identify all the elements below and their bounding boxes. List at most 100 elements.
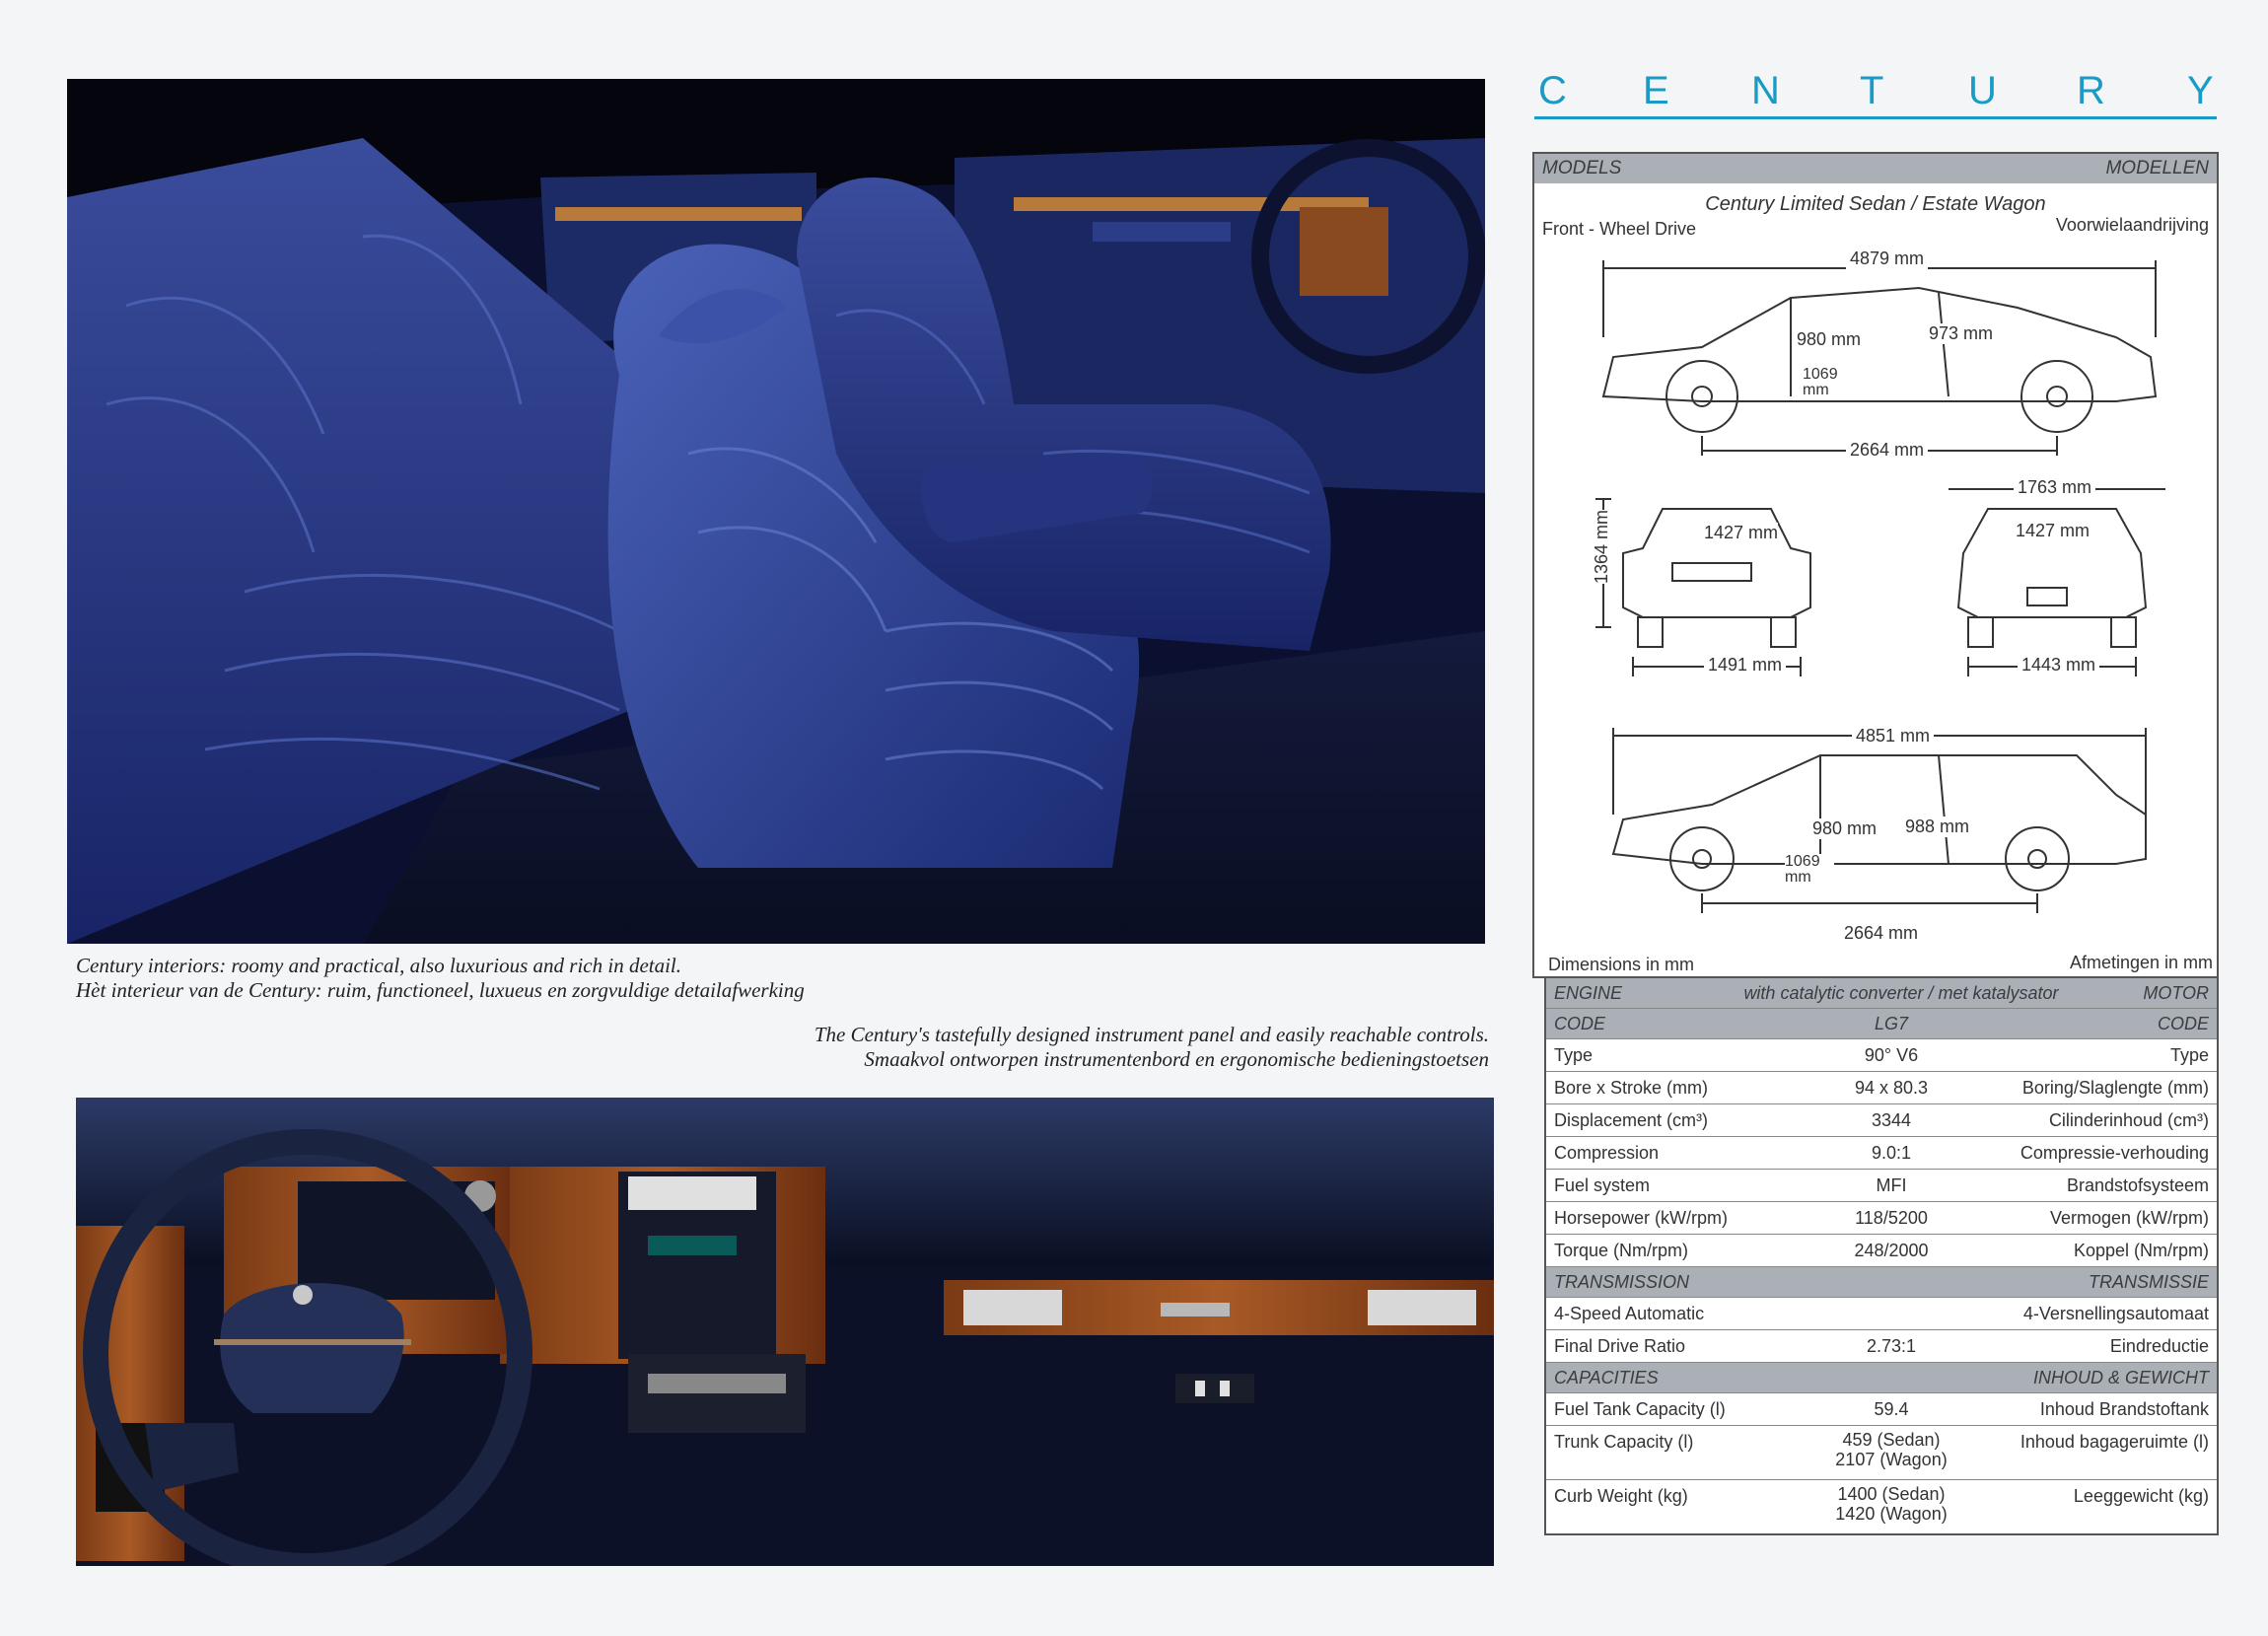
interior-caption-nl: Hèt interieur van de Century: ruim, func… [76, 978, 805, 1002]
row-value: 94 x 80.3 [1854, 1078, 1929, 1098]
title-letter-t: T [1860, 69, 1884, 112]
row-label-nl: Eindreductie [2109, 1336, 2209, 1356]
front-track: 1491 mm [1704, 655, 1787, 676]
wagon-rear-head: 988 mm [1905, 817, 1970, 837]
code-value: LG7 [1874, 1014, 1909, 1033]
dims-en: Dimensions in mm [1548, 955, 1695, 974]
engine-code-row: CODE LG7 CODE [1546, 1009, 2217, 1039]
row-value: 1400 (Sedan)1420 (Wagon) [1793, 1484, 1990, 1524]
sedan-wheelbase: 2664 mm [1846, 440, 1929, 461]
row-label-nl: Cilinderinhoud (cm³) [2048, 1110, 2209, 1130]
engine-note: with catalytic converter / met katalysat… [1743, 983, 2059, 1003]
row-value: 3344 [1871, 1110, 1912, 1130]
row-label-en: 4-Speed Automatic [1554, 1304, 1705, 1323]
panel-caption-nl: Smaakvol ontworpen instrumentenbord en e… [864, 1047, 1489, 1071]
front-width-top: 1427 mm [1704, 523, 1779, 543]
engine-row-compression: Compression 9.0:1 Compressie-verhouding [1546, 1137, 2217, 1170]
interior-photo [67, 79, 1485, 944]
code-label-nl: CODE [2157, 1014, 2209, 1033]
panel-caption-en: The Century's tastefully designed instru… [814, 1023, 1489, 1046]
wagon-length: 4851 mm [1852, 726, 1935, 747]
wagon-wheelbase: 2664 mm [1840, 923, 1923, 944]
row-label-nl: Inhoud bagageruimte (l) [2020, 1432, 2209, 1452]
rear-width: 1763 mm [2014, 477, 2096, 498]
transmission-header: TRANSMISSION TRANSMISSIE [1546, 1267, 2217, 1298]
sedan-front-head: 980 mm [1797, 329, 1862, 350]
title-letter-y: Y [2187, 69, 2214, 112]
title-letter-c: C [1538, 69, 1567, 112]
drive-nl: Voorwielaandrijving [2055, 215, 2209, 235]
spec-panel: MODELS MODELLEN Century Limited Sedan / … [1532, 152, 2219, 1535]
wagon-side-diagram [1611, 728, 2147, 913]
rear-track: 1443 mm [2018, 655, 2100, 676]
sedan-rear-head: 973 mm [1929, 323, 1994, 344]
row-label-en: Compression [1554, 1143, 1660, 1163]
capacities-label-nl: INHOUD & GEWICHT [2033, 1368, 2209, 1387]
trunk-wagon-value: 2107 (Wagon) [1835, 1450, 1948, 1469]
spec-tables: ENGINE with catalytic converter / met ka… [1544, 978, 2219, 1535]
dims-nl: Afmetingen in mm [2069, 953, 2213, 972]
models-label-nl: MODELLEN [2105, 158, 2209, 178]
row-value: 9.0:1 [1871, 1143, 1912, 1163]
curb-wagon-value: 1420 (Wagon) [1835, 1504, 1948, 1524]
row-label-en: Final Drive Ratio [1554, 1336, 1686, 1356]
row-label-nl: Inhoud Brandstoftank [2039, 1399, 2209, 1419]
row-value: MFI [1876, 1175, 1907, 1195]
sedan-side-diagram [1601, 260, 2158, 456]
drive-en: Front - Wheel Drive [1542, 219, 1697, 239]
row-value: 2.73:1 [1866, 1336, 1917, 1356]
row-label-en: Horsepower (kW/rpm) [1554, 1208, 1729, 1228]
capacity-row-fuel: Fuel Tank Capacity (l) 59.4 Inhoud Brandst… [1546, 1393, 2217, 1426]
row-label-nl: 4-Versnellingsautomaat [2022, 1304, 2209, 1323]
capacity-row-trunk: Trunk Capacity (l) 459 (Sedan)2107 (Wago… [1546, 1426, 2217, 1480]
page-title: C E N T U R Y [1534, 69, 2225, 120]
models-box: MODELS MODELLEN Century Limited Sedan / … [1532, 152, 2219, 978]
row-label-nl: Brandstofsysteem [2066, 1175, 2209, 1195]
transmission-row-type: 4-Speed Automatic 4-Versnellingsautomaat [1546, 1298, 2217, 1330]
panel-caption: The Century's tastefully designed instru… [815, 1023, 1489, 1072]
row-value: 248/2000 [1854, 1241, 1929, 1260]
sedan-leg: 1069 mm [1803, 367, 1852, 398]
transmission-label-en: TRANSMISSION [1554, 1272, 1690, 1292]
interior-caption-en: Century interiors: roomy and practical, … [76, 954, 682, 977]
wagon-leg: 1069 mm [1785, 854, 1834, 886]
engine-label-en: ENGINE [1554, 983, 1623, 1003]
row-value: 59.4 [1874, 1399, 1909, 1419]
row-label-en: Torque (Nm/rpm) [1554, 1241, 1689, 1260]
row-value: 459 (Sedan)2107 (Wagon) [1793, 1430, 1990, 1469]
row-label-en: Fuel Tank Capacity (l) [1554, 1399, 1726, 1419]
row-label-en: Type [1554, 1045, 1594, 1065]
row-label-en: Trunk Capacity (l) [1554, 1432, 1694, 1452]
models-label-en: MODELS [1542, 158, 1622, 178]
engine-label-nl: MOTOR [2143, 983, 2209, 1003]
row-label-nl: Type [2169, 1045, 2209, 1065]
row-label-en: Curb Weight (kg) [1554, 1486, 1688, 1506]
row-label-nl: Compressie-verhouding [2020, 1143, 2209, 1163]
title-letter-r: R [2077, 69, 2105, 112]
row-label-nl: Vermogen (kW/rpm) [2049, 1208, 2209, 1228]
title-letter-e: E [1643, 69, 1669, 112]
rear-width-top: 1427 mm [2016, 521, 2091, 541]
capacities-label-en: CAPACITIES [1554, 1368, 1659, 1387]
row-label-nl: Koppel (Nm/rpm) [2073, 1241, 2209, 1260]
engine-header: ENGINE with catalytic converter / met ka… [1546, 978, 2217, 1009]
sedan-length: 4879 mm [1846, 249, 1929, 269]
transmission-row-ratio: Final Drive Ratio 2.73:1 Eindreductie [1546, 1330, 2217, 1363]
model-name: Century Limited Sedan / Estate Wagon [1705, 193, 2046, 215]
row-label-en: Displacement (cm³) [1554, 1110, 1709, 1130]
title-letter-n: N [1751, 69, 1780, 112]
row-label-nl: Boring/Slaglengte (mm) [2021, 1078, 2209, 1098]
row-label-nl: Leeggewicht (kg) [2073, 1486, 2209, 1506]
code-label-en: CODE [1554, 1014, 1606, 1033]
engine-row-torque: Torque (Nm/rpm) 248/2000 Koppel (Nm/rpm) [1546, 1235, 2217, 1267]
engine-row-horsepower: Horsepower (kW/rpm) 118/5200 Vermogen (kW/… [1546, 1202, 2217, 1235]
front-height: 1364 mm [1592, 509, 1612, 584]
row-value: 118/5200 [1855, 1208, 1928, 1228]
models-header: MODELS MODELLEN [1534, 154, 2217, 183]
wagon-front-head: 980 mm [1812, 818, 1878, 839]
title-letter-u: U [1968, 69, 1997, 112]
title-rule [1534, 116, 2217, 119]
